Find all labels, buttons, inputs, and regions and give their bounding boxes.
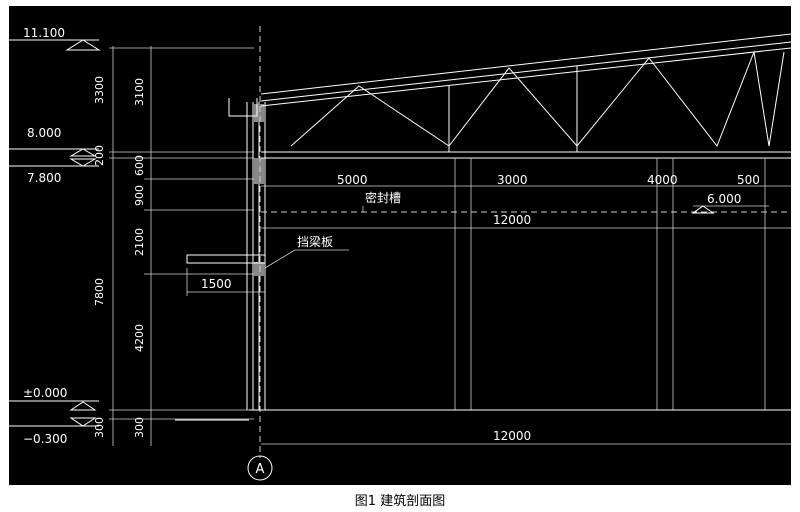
vertical-dimension-lines <box>109 46 254 446</box>
baffle-label: 挡梁板 <box>297 234 333 249</box>
dim-500: 500 <box>737 173 760 187</box>
drawing-frame: 11.100 8.000 7.800 ±0.000 −0.300 3300 20… <box>9 6 791 485</box>
dim-4200: 4200 <box>133 324 146 352</box>
interior-columns <box>454 158 766 410</box>
canopy <box>186 254 266 296</box>
dim-300-inner: 300 <box>133 417 146 438</box>
dim-900: 900 <box>133 185 146 206</box>
roof-truss <box>260 33 791 159</box>
span-lower: 12000 <box>493 429 531 443</box>
dim-3300: 3300 <box>93 76 106 104</box>
dim-600: 600 <box>133 155 146 176</box>
dim-3100: 3100 <box>133 78 146 106</box>
span-upper: 12000 <box>493 213 531 227</box>
level-7800: 7.800 <box>27 171 61 185</box>
axis-label: A <box>256 462 265 477</box>
dim-200: 200 <box>93 145 106 166</box>
dim-7800: 7800 <box>93 278 106 306</box>
dim-4000: 4000 <box>647 173 678 187</box>
level-8000: 8.000 <box>27 126 61 140</box>
level-6000: 6.000 <box>707 192 741 206</box>
dim-300-outer: 300 <box>93 417 106 438</box>
level-zero: ±0.000 <box>23 386 67 400</box>
wall-column <box>228 98 266 410</box>
dim-5000: 5000 <box>337 173 368 187</box>
level-ground: −0.300 <box>23 432 67 446</box>
level-top: 11.100 <box>23 26 65 40</box>
axis-bubble <box>247 455 273 481</box>
elevation-markers <box>9 39 101 427</box>
seal-groove-label: 密封槽 <box>365 190 401 205</box>
dim-3000: 3000 <box>497 173 528 187</box>
section-drawing: 11.100 8.000 7.800 ±0.000 −0.300 3300 20… <box>9 26 791 481</box>
dim-2100: 2100 <box>133 228 146 256</box>
dim-canopy: 1500 <box>201 277 232 291</box>
figure-caption: 图1 建筑剖面图 <box>354 494 446 509</box>
